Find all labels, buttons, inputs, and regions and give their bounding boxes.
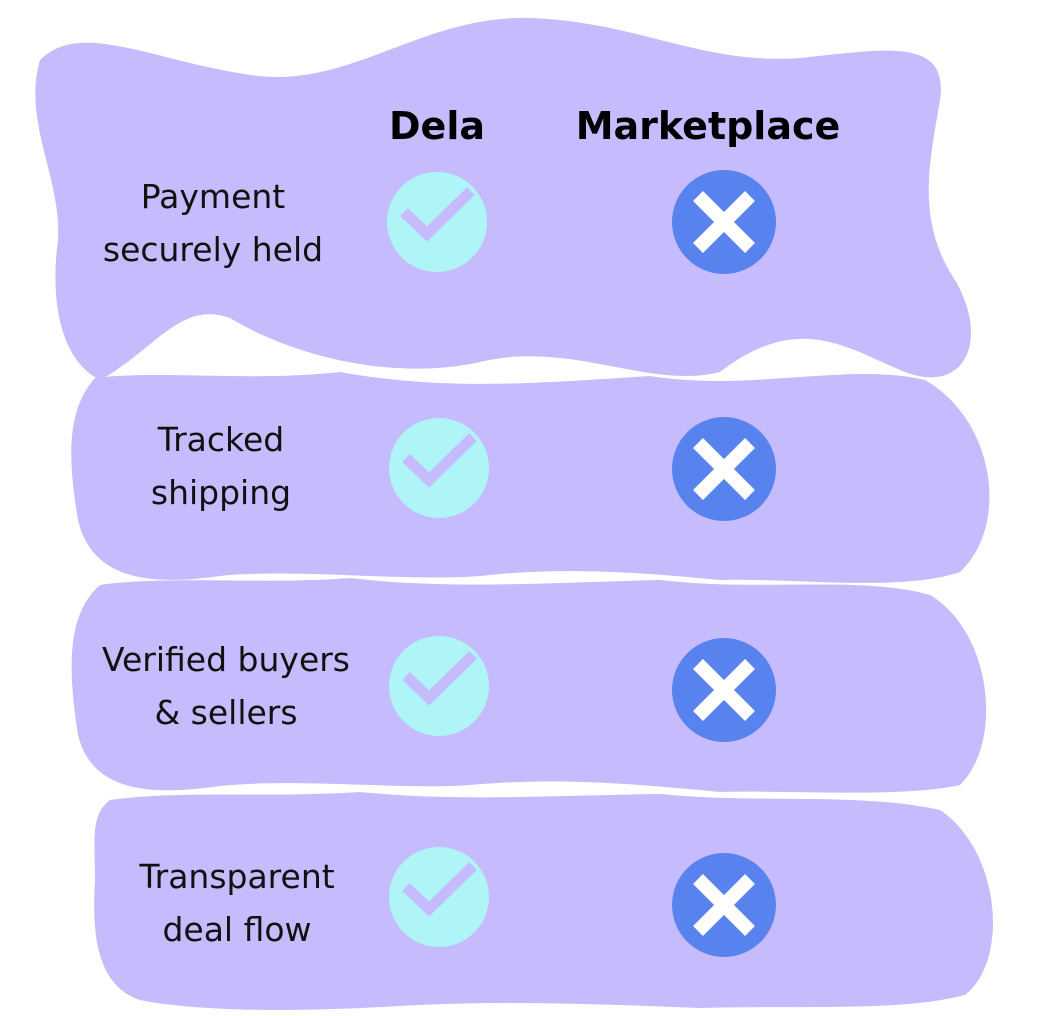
row-label: Tracked shipping <box>61 413 381 519</box>
cross-icon <box>672 638 776 746</box>
header-dela: Dela <box>389 104 485 148</box>
row-blob-3 <box>71 578 987 793</box>
check-icon <box>389 847 489 951</box>
cross-icon <box>672 853 776 961</box>
label-line: deal flow <box>162 910 312 949</box>
row-label: Verified buyers & sellers <box>66 633 386 739</box>
label-line: shipping <box>150 473 292 512</box>
label-line: Transparent <box>139 857 335 896</box>
row-blob-1 <box>35 17 971 380</box>
header-marketplace: Marketplace <box>575 104 841 148</box>
row-label: Payment securely held <box>53 170 373 276</box>
check-icon <box>387 172 487 276</box>
label-line: Verified buyers <box>101 640 351 679</box>
label-line: & sellers <box>154 693 298 732</box>
check-icon <box>389 636 489 740</box>
cross-icon <box>672 170 776 278</box>
label-line: Payment <box>140 177 286 216</box>
row-label: Transparent deal flow <box>77 850 397 956</box>
cross-icon <box>672 417 776 525</box>
label-line: securely held <box>102 230 324 269</box>
row-blob-4 <box>94 792 993 1010</box>
label-line: Tracked <box>157 420 285 459</box>
check-icon <box>389 418 489 522</box>
row-blob-2 <box>71 372 990 583</box>
